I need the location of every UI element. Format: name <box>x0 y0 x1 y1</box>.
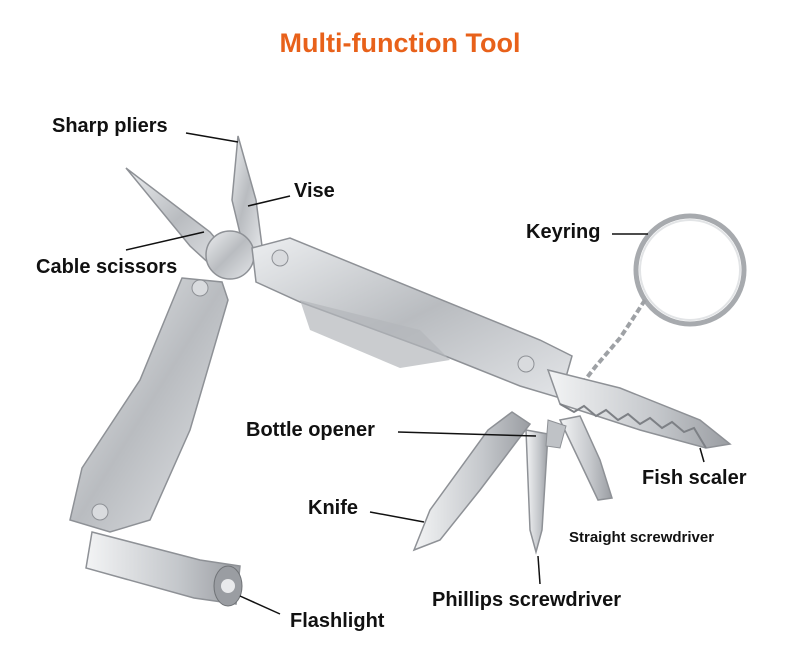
bottle-opener-icon <box>545 415 613 501</box>
upper-handle-icon <box>251 237 573 399</box>
leader-lines <box>125 132 705 615</box>
flashlight-icon <box>85 531 243 607</box>
pliers-jaws-icon <box>125 135 263 280</box>
knife-line <box>369 511 425 523</box>
diagram-title: Multi-function Tool <box>279 28 521 58</box>
flashlight-line <box>239 595 281 615</box>
label-keyring: Keyring <box>526 221 601 243</box>
keyring-icon <box>583 213 747 382</box>
label-knife: Knife <box>308 497 358 519</box>
cable-scissors-line <box>125 231 205 251</box>
label-cable-scissors: Cable scissors <box>36 256 178 278</box>
phillips-screwdriver-icon <box>525 429 549 555</box>
label-phillips-screwdriver: Phillips screwdriver <box>432 589 621 611</box>
label-straight-screwdriver: Straight screwdriver <box>569 529 715 546</box>
label-bottle-opener: Bottle opener <box>246 419 375 441</box>
bottle-opener-line <box>397 431 537 437</box>
lower-handle-icon <box>69 277 229 533</box>
fish-scaler-icon <box>546 368 732 449</box>
phillips-screwdriver-line <box>537 555 541 585</box>
label-flashlight: Flashlight <box>290 610 385 632</box>
fish-scaler-line <box>699 447 705 463</box>
vise-line <box>247 195 291 207</box>
label-fish-scaler: Fish scaler <box>642 467 747 489</box>
label-sharp-pliers: Sharp pliers <box>52 115 168 137</box>
sharp-pliers-line <box>185 132 239 143</box>
label-vise: Vise <box>294 180 335 202</box>
